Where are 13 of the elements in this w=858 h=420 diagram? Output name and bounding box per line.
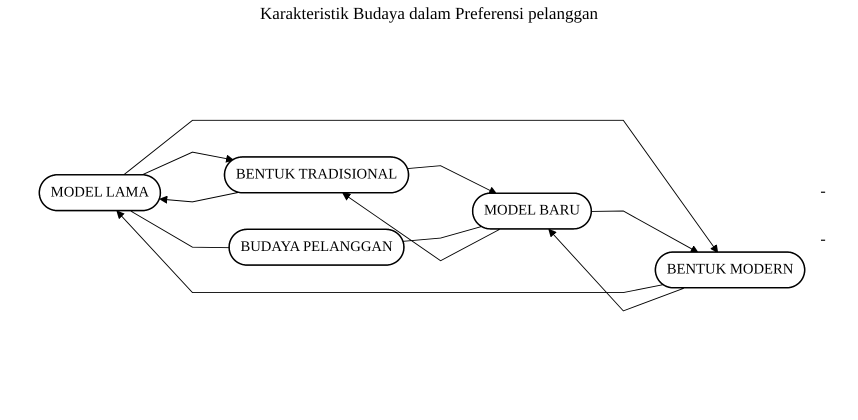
arrow (342, 193, 500, 262)
arrow (592, 210, 699, 254)
dash-label: - (820, 231, 826, 249)
connector (130, 210, 230, 249)
arrow (123, 120, 718, 254)
arrow (140, 152, 234, 176)
arrow (548, 229, 685, 312)
connector (403, 226, 482, 242)
dash-label: - (820, 183, 826, 201)
diagram-title: Karakteristik Budaya dalam Preferensi pelanggan (259, 4, 599, 24)
arrow (408, 166, 498, 194)
arrow (160, 192, 239, 204)
arrow (116, 211, 664, 294)
